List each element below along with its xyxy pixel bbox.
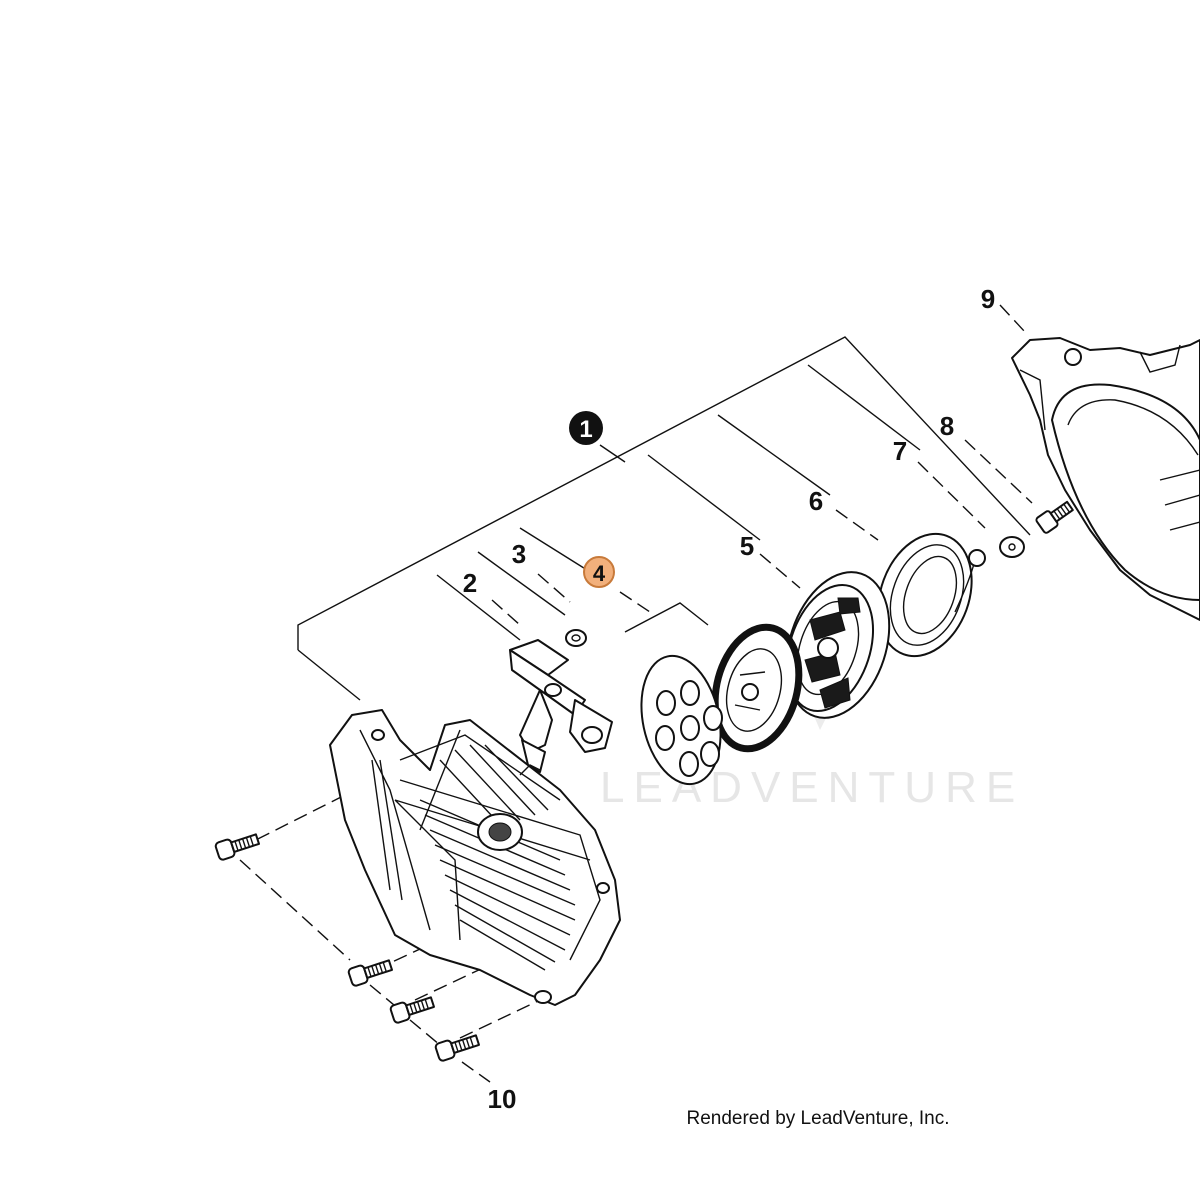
screw-and-washer: [999, 500, 1074, 558]
callout-8[interactable]: 8: [940, 411, 954, 441]
callout-7[interactable]: 7: [893, 436, 907, 466]
callout-5[interactable]: 5: [740, 531, 754, 561]
callout-1-label: 1: [579, 416, 592, 443]
callout-4-label: 4: [593, 561, 606, 586]
cap-screws: [214, 833, 480, 1062]
filter-disc: [640, 654, 723, 786]
callout-3[interactable]: 3: [512, 539, 526, 569]
starter-cup: [711, 623, 803, 753]
render-credit: Rendered by LeadVenture, Inc.: [686, 1108, 949, 1129]
callout-6[interactable]: 6: [809, 486, 823, 516]
fan-housing: [1011, 337, 1200, 621]
callout-10[interactable]: 10: [488, 1084, 517, 1114]
assembly-bracket-lines: [297, 336, 1031, 701]
rope-pulley: [785, 571, 891, 719]
small-washer: [565, 629, 587, 647]
callout-9[interactable]: 9: [981, 284, 995, 314]
starter-handle: [509, 639, 613, 773]
starter-cover: [329, 709, 621, 1006]
callout-2[interactable]: 2: [463, 568, 477, 598]
rewind-spring: [877, 532, 986, 658]
callout-1[interactable]: 1: [569, 411, 603, 445]
callout-4[interactable]: 4: [583, 556, 615, 588]
